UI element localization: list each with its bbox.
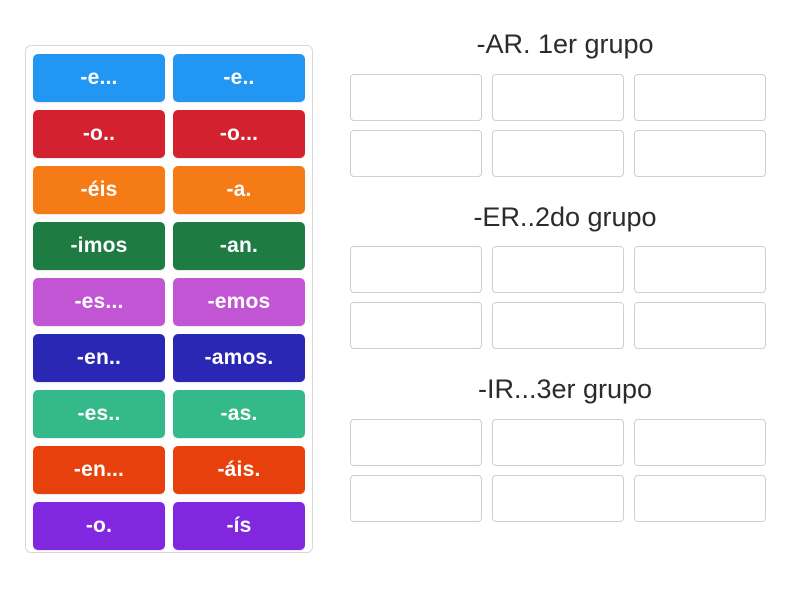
- draggable-tile[interactable]: -en..: [33, 334, 165, 382]
- draggable-tile[interactable]: -o...: [173, 110, 305, 158]
- group-2: -ER..2do grupo: [350, 201, 780, 350]
- draggable-tile[interactable]: -o..: [33, 110, 165, 158]
- draggable-tile[interactable]: -an.: [173, 222, 305, 270]
- drop-slot[interactable]: [492, 129, 624, 177]
- draggable-tile[interactable]: -as.: [173, 390, 305, 438]
- draggable-tile[interactable]: -e..: [173, 54, 305, 102]
- drop-slot[interactable]: [492, 73, 624, 121]
- drop-slot[interactable]: [634, 419, 766, 467]
- slot-grid: [350, 246, 780, 350]
- group-title: -ER..2do grupo: [473, 201, 657, 232]
- draggable-tile[interactable]: -o.: [33, 502, 165, 550]
- drop-slot[interactable]: [350, 246, 482, 294]
- group-1: -AR. 1er grupo: [350, 29, 780, 177]
- draggable-tile[interactable]: -a.: [173, 166, 305, 214]
- slot-grid: [350, 419, 780, 523]
- draggable-tile[interactable]: -imos: [33, 222, 165, 270]
- drop-slot[interactable]: [350, 302, 482, 350]
- drop-slot[interactable]: [350, 475, 482, 523]
- draggable-tile[interactable]: -emos: [173, 278, 305, 326]
- drop-slot[interactable]: [634, 475, 766, 523]
- draggable-tile[interactable]: -es..: [33, 390, 165, 438]
- draggable-tile[interactable]: -ís: [173, 502, 305, 550]
- draggable-tile[interactable]: -en...: [33, 446, 165, 494]
- draggable-tile[interactable]: -áis.: [173, 446, 305, 494]
- drop-slot[interactable]: [350, 73, 482, 121]
- group-title: -IR...3er grupo: [477, 374, 653, 405]
- draggable-tile[interactable]: -es...: [33, 278, 165, 326]
- drop-slot[interactable]: [492, 302, 624, 350]
- draggable-tile[interactable]: -amos.: [173, 334, 305, 382]
- drop-slot[interactable]: [634, 246, 766, 294]
- group-3: -IR...3er grupo: [350, 374, 780, 523]
- drop-slot[interactable]: [350, 419, 482, 467]
- drop-slot[interactable]: [492, 475, 624, 523]
- drop-slot[interactable]: [634, 129, 766, 177]
- tile-panel: -e...-e..-o..-o...-éis-a.-imos-an.-es...…: [25, 45, 313, 553]
- group-title: -AR. 1er grupo: [476, 29, 654, 59]
- draggable-tile[interactable]: -éis: [33, 166, 165, 214]
- drop-slot[interactable]: [350, 129, 482, 177]
- drop-slot[interactable]: [492, 419, 624, 467]
- drop-slot[interactable]: [634, 302, 766, 350]
- group-columns: -AR. 1er grupo -ER..2do grupo -IR...3er gr…: [350, 29, 780, 540]
- drop-slot[interactable]: [634, 73, 766, 121]
- draggable-tile[interactable]: -e...: [33, 54, 165, 102]
- tile-grid: -e...-e..-o..-o...-éis-a.-imos-an.-es...…: [33, 54, 305, 550]
- slot-grid: [350, 73, 780, 177]
- drop-slot[interactable]: [492, 246, 624, 294]
